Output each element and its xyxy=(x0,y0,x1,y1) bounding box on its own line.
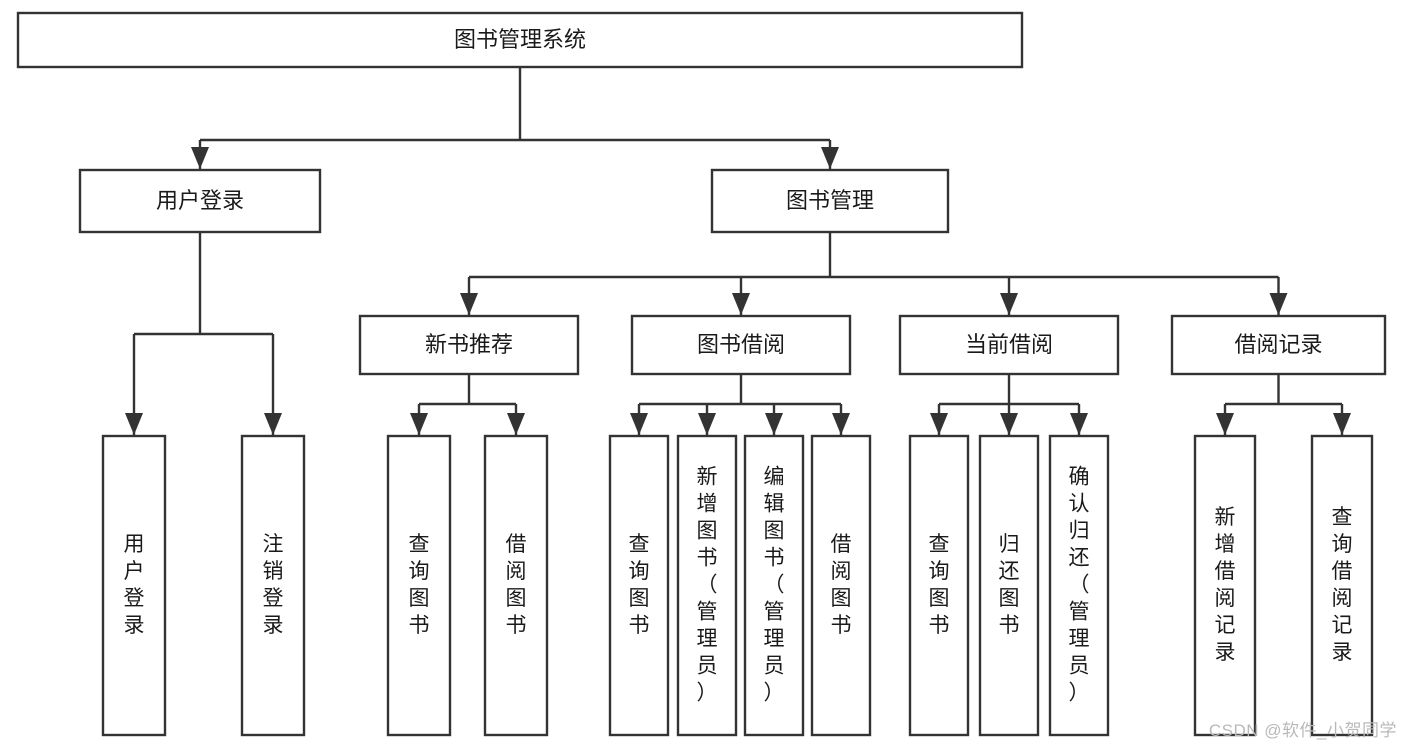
arrow-head-icon xyxy=(1070,413,1088,435)
arrow-head-icon xyxy=(821,147,839,169)
node-label-leaf-query-3: 查询图书 xyxy=(929,533,950,637)
arrow-head-icon xyxy=(264,413,282,435)
node-label-leaf-query-1: 查询图书 xyxy=(409,533,430,637)
node-leaf-user-login[interactable]: 用户登录 xyxy=(101,434,167,737)
node-box-book-manage xyxy=(710,168,950,234)
node-box-leaf-borrow-1 xyxy=(483,434,549,737)
node-borrow-record[interactable]: 借阅记录 xyxy=(1170,314,1387,376)
node-box-leaf-borrow-2 xyxy=(810,434,872,737)
edges-layer xyxy=(125,67,1351,435)
node-box-current-borrow xyxy=(898,314,1120,376)
arrow-head-icon xyxy=(1000,413,1018,435)
node-label-leaf-add-book: 新增图书（管理员） xyxy=(697,465,718,704)
node-book-borrow[interactable]: 图书借阅 xyxy=(630,314,852,376)
node-box-leaf-confirm xyxy=(1048,434,1110,737)
arrow-head-icon xyxy=(1216,413,1234,435)
arrow-head-icon xyxy=(1269,293,1288,315)
node-box-leaf-query-2 xyxy=(608,434,670,737)
node-box-leaf-add-book xyxy=(676,434,738,737)
arrow-head-icon xyxy=(930,413,948,435)
node-label-book-manage: 图书管理 xyxy=(786,188,874,213)
node-label-leaf-confirm: 确认归还（管理员） xyxy=(1069,465,1090,704)
node-box-leaf-query-1 xyxy=(386,434,452,737)
node-label-leaf-query-rec: 查询借阅记录 xyxy=(1332,506,1353,664)
node-label-leaf-user-login: 用户登录 xyxy=(124,533,145,637)
arrow-head-icon xyxy=(630,413,648,435)
node-box-leaf-edit-book xyxy=(743,434,805,737)
arrow-head-icon xyxy=(410,413,428,435)
arrow-head-icon xyxy=(125,413,143,435)
node-label-leaf-borrow-1: 借阅图书 xyxy=(506,533,527,637)
node-box-leaf-return xyxy=(978,434,1040,737)
node-label-new-book-rec: 新书推荐 xyxy=(425,332,513,357)
node-label-leaf-logout: 注销登录 xyxy=(263,533,284,637)
node-label-leaf-return: 归还图书 xyxy=(999,533,1020,637)
node-box-new-book-rec xyxy=(358,314,580,376)
node-box-leaf-logout xyxy=(240,434,306,737)
arrow-head-icon xyxy=(1333,413,1351,435)
node-label-user-login: 用户登录 xyxy=(156,188,244,213)
node-leaf-query-3[interactable]: 查询图书 xyxy=(908,434,970,737)
node-book-manage[interactable]: 图书管理 xyxy=(710,168,950,234)
node-label-leaf-borrow-2: 借阅图书 xyxy=(831,533,852,637)
node-box-book-borrow xyxy=(630,314,852,376)
arrow-head-icon xyxy=(832,413,850,435)
node-box-root xyxy=(16,11,1024,69)
node-box-leaf-query-3 xyxy=(908,434,970,737)
node-user-login[interactable]: 用户登录 xyxy=(78,168,322,234)
node-leaf-edit-book[interactable]: 编辑图书（管理员） xyxy=(743,434,805,737)
node-label-leaf-query-2: 查询图书 xyxy=(629,533,650,637)
node-leaf-add-rec[interactable]: 新增借阅记录 xyxy=(1193,434,1257,737)
node-label-leaf-add-rec: 新增借阅记录 xyxy=(1215,506,1236,664)
arrow-head-icon xyxy=(765,413,783,435)
arrow-head-icon xyxy=(1000,293,1018,315)
node-box-leaf-query-rec xyxy=(1310,434,1374,737)
arrow-head-icon xyxy=(191,147,209,169)
node-leaf-add-book[interactable]: 新增图书（管理员） xyxy=(676,434,738,737)
node-root[interactable]: 图书管理系统 xyxy=(16,11,1024,69)
node-label-current-borrow: 当前借阅 xyxy=(965,332,1053,357)
node-box-leaf-add-rec xyxy=(1193,434,1257,737)
node-leaf-borrow-1[interactable]: 借阅图书 xyxy=(483,434,549,737)
node-box-leaf-user-login xyxy=(101,434,167,737)
node-leaf-logout[interactable]: 注销登录 xyxy=(240,434,306,737)
node-leaf-query-rec[interactable]: 查询借阅记录 xyxy=(1310,434,1374,737)
node-leaf-confirm[interactable]: 确认归还（管理员） xyxy=(1048,434,1110,737)
node-label-root: 图书管理系统 xyxy=(454,27,586,52)
arrow-head-icon xyxy=(460,293,478,315)
watermark-text: CSDN @软件_小贺同学 xyxy=(1208,721,1397,740)
arrow-head-icon xyxy=(698,413,716,435)
nodes-layer: 图书管理系统用户登录图书管理新书推荐图书借阅当前借阅借阅记录用户登录注销登录查询… xyxy=(16,11,1387,737)
node-label-leaf-edit-book: 编辑图书（管理员） xyxy=(764,465,785,704)
arrow-head-icon xyxy=(732,293,750,315)
node-box-user-login xyxy=(78,168,322,234)
node-current-borrow[interactable]: 当前借阅 xyxy=(898,314,1120,376)
node-leaf-query-1[interactable]: 查询图书 xyxy=(386,434,452,737)
node-leaf-query-2[interactable]: 查询图书 xyxy=(608,434,670,737)
node-label-borrow-record: 借阅记录 xyxy=(1234,332,1322,357)
node-new-book-rec[interactable]: 新书推荐 xyxy=(358,314,580,376)
node-box-borrow-record xyxy=(1170,314,1387,376)
node-leaf-borrow-2[interactable]: 借阅图书 xyxy=(810,434,872,737)
arrow-head-icon xyxy=(507,413,525,435)
node-leaf-return[interactable]: 归还图书 xyxy=(978,434,1040,737)
node-label-book-borrow: 图书借阅 xyxy=(697,332,785,357)
